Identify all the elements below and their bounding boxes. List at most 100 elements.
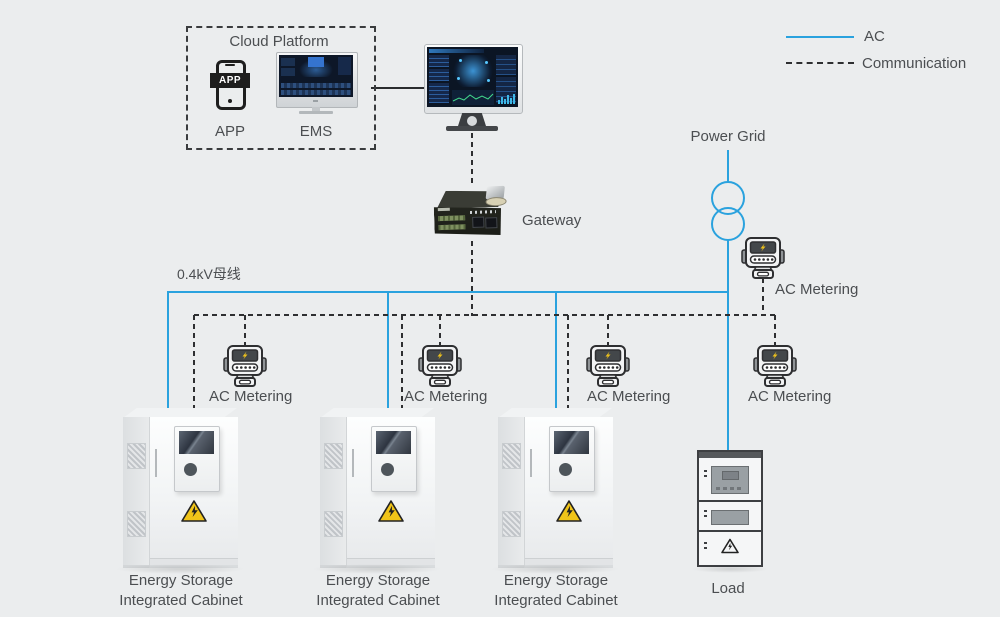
energy-storage-cabinet-1	[115, 408, 245, 574]
cabinet-label-line2: Integrated Cabinet	[316, 592, 440, 609]
ac-unit-fan	[381, 463, 394, 476]
cabinet-front-face	[149, 417, 238, 568]
cabinet-3-label: Energy Storage Integrated Cabinet	[471, 571, 641, 611]
load-display-panel	[711, 466, 749, 494]
ems-screen-panel	[281, 58, 295, 66]
monitor-screen-panel	[429, 83, 449, 103]
monitor-dashboard-screen	[427, 47, 518, 107]
gateway-device	[429, 185, 513, 244]
warning-triangle-icon	[378, 500, 404, 522]
gateway-logo	[437, 207, 450, 212]
cloud-platform-title: Cloud Platform	[229, 33, 329, 50]
load-hinge	[704, 510, 707, 520]
legend-communication-line	[786, 62, 854, 64]
energy-storage-cabinet-3	[490, 408, 620, 574]
cabinet-top-face	[498, 408, 612, 418]
legend-ac-line	[786, 36, 854, 38]
ac-unit-window	[179, 431, 214, 454]
cabinet-1-label: Energy Storage Integrated Cabinet	[96, 571, 266, 611]
legend-communication-label: Communication	[862, 55, 967, 72]
warning-triangle-icon	[181, 500, 207, 522]
ems-screen-bar	[281, 83, 351, 88]
monitor-screen-panel	[429, 69, 449, 81]
cabinet-door-handle	[155, 449, 157, 477]
phone-speaker-icon	[225, 64, 235, 66]
ems-screen-panel	[281, 68, 295, 76]
monitor-bar-chart	[498, 94, 515, 104]
legend-ac-label: AC	[864, 28, 885, 45]
monitor-node-dot	[459, 59, 462, 62]
monitor-line-chart	[452, 93, 494, 102]
ac-metering-label: AC Metering	[748, 388, 832, 405]
cabinet-top-face	[320, 408, 434, 418]
transformer-circle-top	[711, 181, 745, 215]
gateway-label-strip	[438, 224, 466, 231]
ac-meter-icon	[418, 345, 462, 387]
ems-stand-base	[299, 111, 333, 114]
cabinet-ac-unit	[549, 426, 595, 492]
warning-triangle-icon	[721, 538, 739, 554]
cabinet-top-face	[123, 408, 237, 418]
cabinet-door-handle	[352, 449, 354, 477]
ac-meter-icon	[586, 345, 630, 387]
ac-meter-icon	[223, 345, 267, 387]
scada-monitor	[424, 44, 524, 134]
cabinet-base	[150, 558, 238, 565]
cabinet-side-face	[498, 417, 524, 568]
cabinet-label-line2: Integrated Cabinet	[494, 592, 618, 609]
cabinet-vent	[127, 511, 146, 537]
app-icon: APP	[210, 60, 250, 110]
monitor-screen-panel	[429, 55, 449, 67]
load-display-readout	[722, 471, 739, 480]
ac-metering-label: AC Metering	[404, 388, 488, 405]
ac-metering-label: AC Metering	[209, 388, 293, 405]
cabinet-vent	[324, 443, 343, 469]
ac-meter-icon	[753, 345, 797, 387]
cabinet-ac-unit	[371, 426, 417, 492]
cabinet-ac-unit	[174, 426, 220, 492]
cabinet-label-line1: Energy Storage	[503, 572, 609, 589]
ac-unit-fan	[184, 463, 197, 476]
cabinet-vent	[502, 443, 521, 469]
load-breaker-panel	[711, 510, 749, 525]
ac-metering-label: AC Metering	[587, 388, 671, 405]
monitor-chart-panel	[452, 90, 494, 105]
monitor-screen-panel	[496, 77, 516, 103]
app-label: APP	[214, 123, 245, 140]
monitor-screen-header	[429, 49, 484, 53]
load-cabinet-divider	[699, 500, 761, 502]
monitor-node-dot	[457, 77, 460, 80]
cabinet-base	[525, 558, 613, 565]
ac-unit-window	[554, 431, 589, 454]
monitor-screen-panel	[496, 55, 516, 75]
cabinet-2-label: Energy Storage Integrated Cabinet	[293, 571, 463, 611]
energy-storage-cabinet-2	[312, 408, 442, 574]
cloud-platform-box	[186, 26, 376, 150]
load-cabinet-divider	[699, 530, 761, 532]
monitor-node-dot	[485, 61, 488, 64]
load-distribution-cabinet	[691, 450, 769, 573]
load-hinge	[704, 542, 707, 552]
gateway-antenna-mount	[485, 196, 507, 207]
cabinet-label-line2: Integrated Cabinet	[119, 592, 243, 609]
ac-meter-icon	[741, 237, 785, 279]
load-hinge	[704, 470, 707, 480]
load-label: Load	[711, 580, 745, 597]
ems-monitor	[276, 52, 358, 118]
ems-label: EMS	[299, 123, 333, 140]
cabinet-door-handle	[530, 449, 532, 477]
ac-metering-label: AC Metering	[775, 281, 859, 298]
ac-unit-window	[376, 431, 411, 454]
monitor-stand-base	[446, 126, 498, 131]
cabinet-front-face	[524, 417, 613, 568]
ems-screen-panel	[338, 57, 351, 75]
load-cabinet-top-strip	[699, 452, 761, 458]
transformer-circle-bottom	[711, 207, 745, 241]
cabinet-side-face	[123, 417, 149, 568]
cabinet-front-face	[346, 417, 435, 568]
ems-screen-glow	[299, 59, 333, 77]
gateway-ethernet-port	[472, 216, 485, 228]
ems-screen-panel	[308, 57, 324, 67]
